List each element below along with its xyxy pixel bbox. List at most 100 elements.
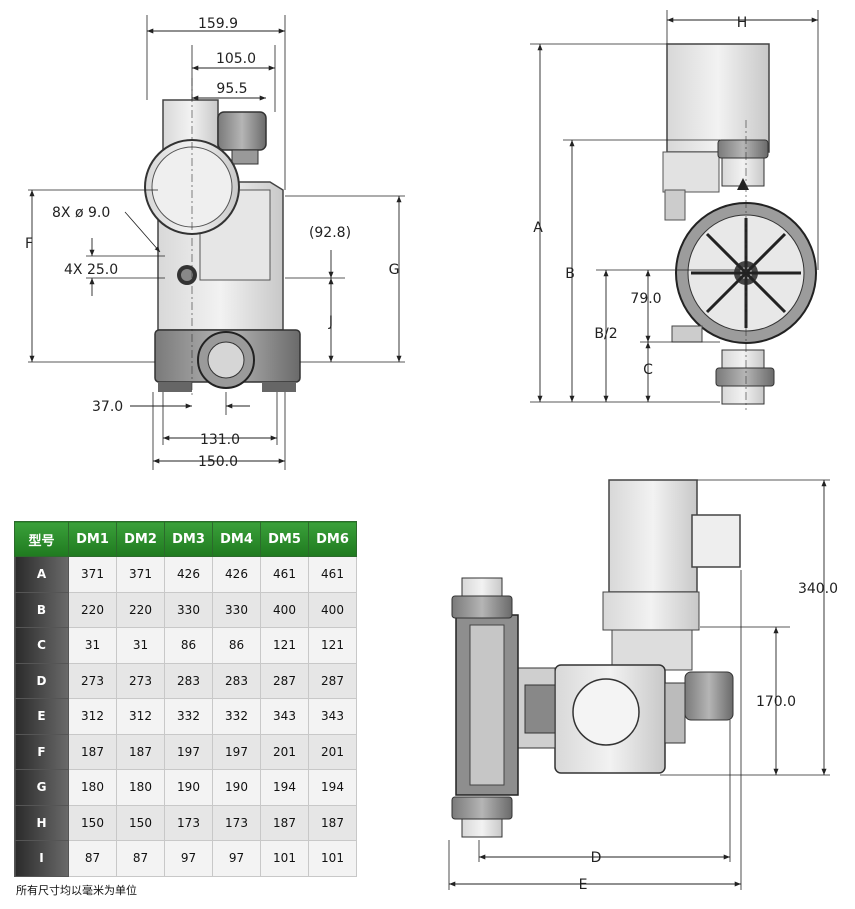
table-cell: 187 [308, 804, 357, 841]
dim-131-0: 131.0 [200, 432, 240, 448]
row-label: I [14, 840, 69, 877]
table-cell: 101 [260, 840, 309, 877]
table-cell: 330 [212, 591, 261, 628]
table-cell: 97 [164, 840, 213, 877]
dim-f: F [25, 236, 33, 252]
table-cell: 194 [308, 769, 357, 806]
table-cell: 426 [212, 556, 261, 593]
table-cell: 180 [116, 769, 165, 806]
dim-j: J [328, 314, 333, 330]
top-view: 340.0 170.0 D E [448, 479, 838, 893]
dim-37-0: 37.0 [92, 399, 123, 415]
table-cell: 180 [68, 769, 117, 806]
table-cell: 426 [164, 556, 213, 593]
table-cell: 187 [116, 733, 165, 770]
table-cell: 86 [212, 627, 261, 664]
table-cell: 121 [308, 627, 357, 664]
table-cell: 101 [308, 840, 357, 877]
table-cell: 461 [308, 556, 357, 593]
table-cell: 287 [260, 662, 309, 699]
table-cell: 220 [116, 591, 165, 628]
table-cell: 190 [164, 769, 213, 806]
table-cell: 173 [212, 804, 261, 841]
dim-b: B [565, 266, 575, 282]
dim-79-0: 79.0 [630, 291, 661, 307]
header-dm5: DM5 [260, 521, 309, 557]
table-cell: 220 [68, 591, 117, 628]
table-cell: 312 [116, 698, 165, 735]
side-view: H A B B/2 79.0 C [530, 10, 819, 410]
table-cell: 287 [308, 662, 357, 699]
table-cell: 332 [164, 698, 213, 735]
table-cell: 332 [212, 698, 261, 735]
header-dm1: DM1 [68, 521, 117, 557]
row-label: G [14, 769, 69, 806]
table-cell: 461 [260, 556, 309, 593]
table-cell: 343 [308, 698, 357, 735]
table-cell: 150 [68, 804, 117, 841]
row-label: A [14, 556, 69, 593]
table-cell: 150 [116, 804, 165, 841]
dim-holes: 8X ø 9.0 [52, 205, 110, 221]
dim-340-0: 340.0 [798, 581, 838, 597]
table-cell: 121 [260, 627, 309, 664]
dim-b-half: B/2 [594, 326, 617, 342]
header-model: 型号 [14, 521, 69, 557]
header-dm2: DM2 [116, 521, 165, 557]
footnote: 所有尺寸均以毫米为单位 [16, 884, 137, 897]
dim-g: G [389, 262, 400, 278]
table-cell: 201 [308, 733, 357, 770]
table-cell: 273 [116, 662, 165, 699]
dim-slots: 4X 25.0 [64, 262, 118, 278]
row-label: C [14, 627, 69, 664]
table-cell: 97 [212, 840, 261, 877]
dim-h: H [737, 15, 748, 31]
table-cell: 312 [68, 698, 117, 735]
table-cell: 87 [116, 840, 165, 877]
header-dm6: DM6 [308, 521, 357, 557]
row-label: B [14, 591, 69, 628]
row-label: E [14, 698, 69, 735]
table-cell: 371 [68, 556, 117, 593]
dim-95-5: 95.5 [216, 81, 247, 97]
dim-159-9: 159.9 [198, 16, 238, 32]
row-label: F [14, 733, 69, 770]
table-cell: 201 [260, 733, 309, 770]
dim-92-8: (92.8) [309, 225, 351, 241]
table-cell: 190 [212, 769, 261, 806]
table-cell: 371 [116, 556, 165, 593]
table-cell: 283 [164, 662, 213, 699]
header-dm3: DM3 [164, 521, 213, 557]
table-cell: 194 [260, 769, 309, 806]
table-cell: 343 [260, 698, 309, 735]
dim-d: D [591, 850, 602, 866]
dim-e: E [579, 877, 588, 893]
table-cell: 31 [116, 627, 165, 664]
table-cell: 87 [68, 840, 117, 877]
table-header-row: 型号 DM1 DM2 DM3 DM4 DM5 DM6 [14, 521, 357, 557]
dim-105-0: 105.0 [216, 51, 256, 67]
dim-c: C [643, 362, 653, 378]
row-label: D [14, 662, 69, 699]
row-label: H [14, 804, 69, 841]
table-cell: 173 [164, 804, 213, 841]
dim-a: A [533, 220, 543, 236]
table-cell: 31 [68, 627, 117, 664]
dim-170-0: 170.0 [756, 694, 796, 710]
table-cell: 283 [212, 662, 261, 699]
dim-150-0: 150.0 [198, 454, 238, 470]
table-cell: 197 [164, 733, 213, 770]
table-cell: 273 [68, 662, 117, 699]
